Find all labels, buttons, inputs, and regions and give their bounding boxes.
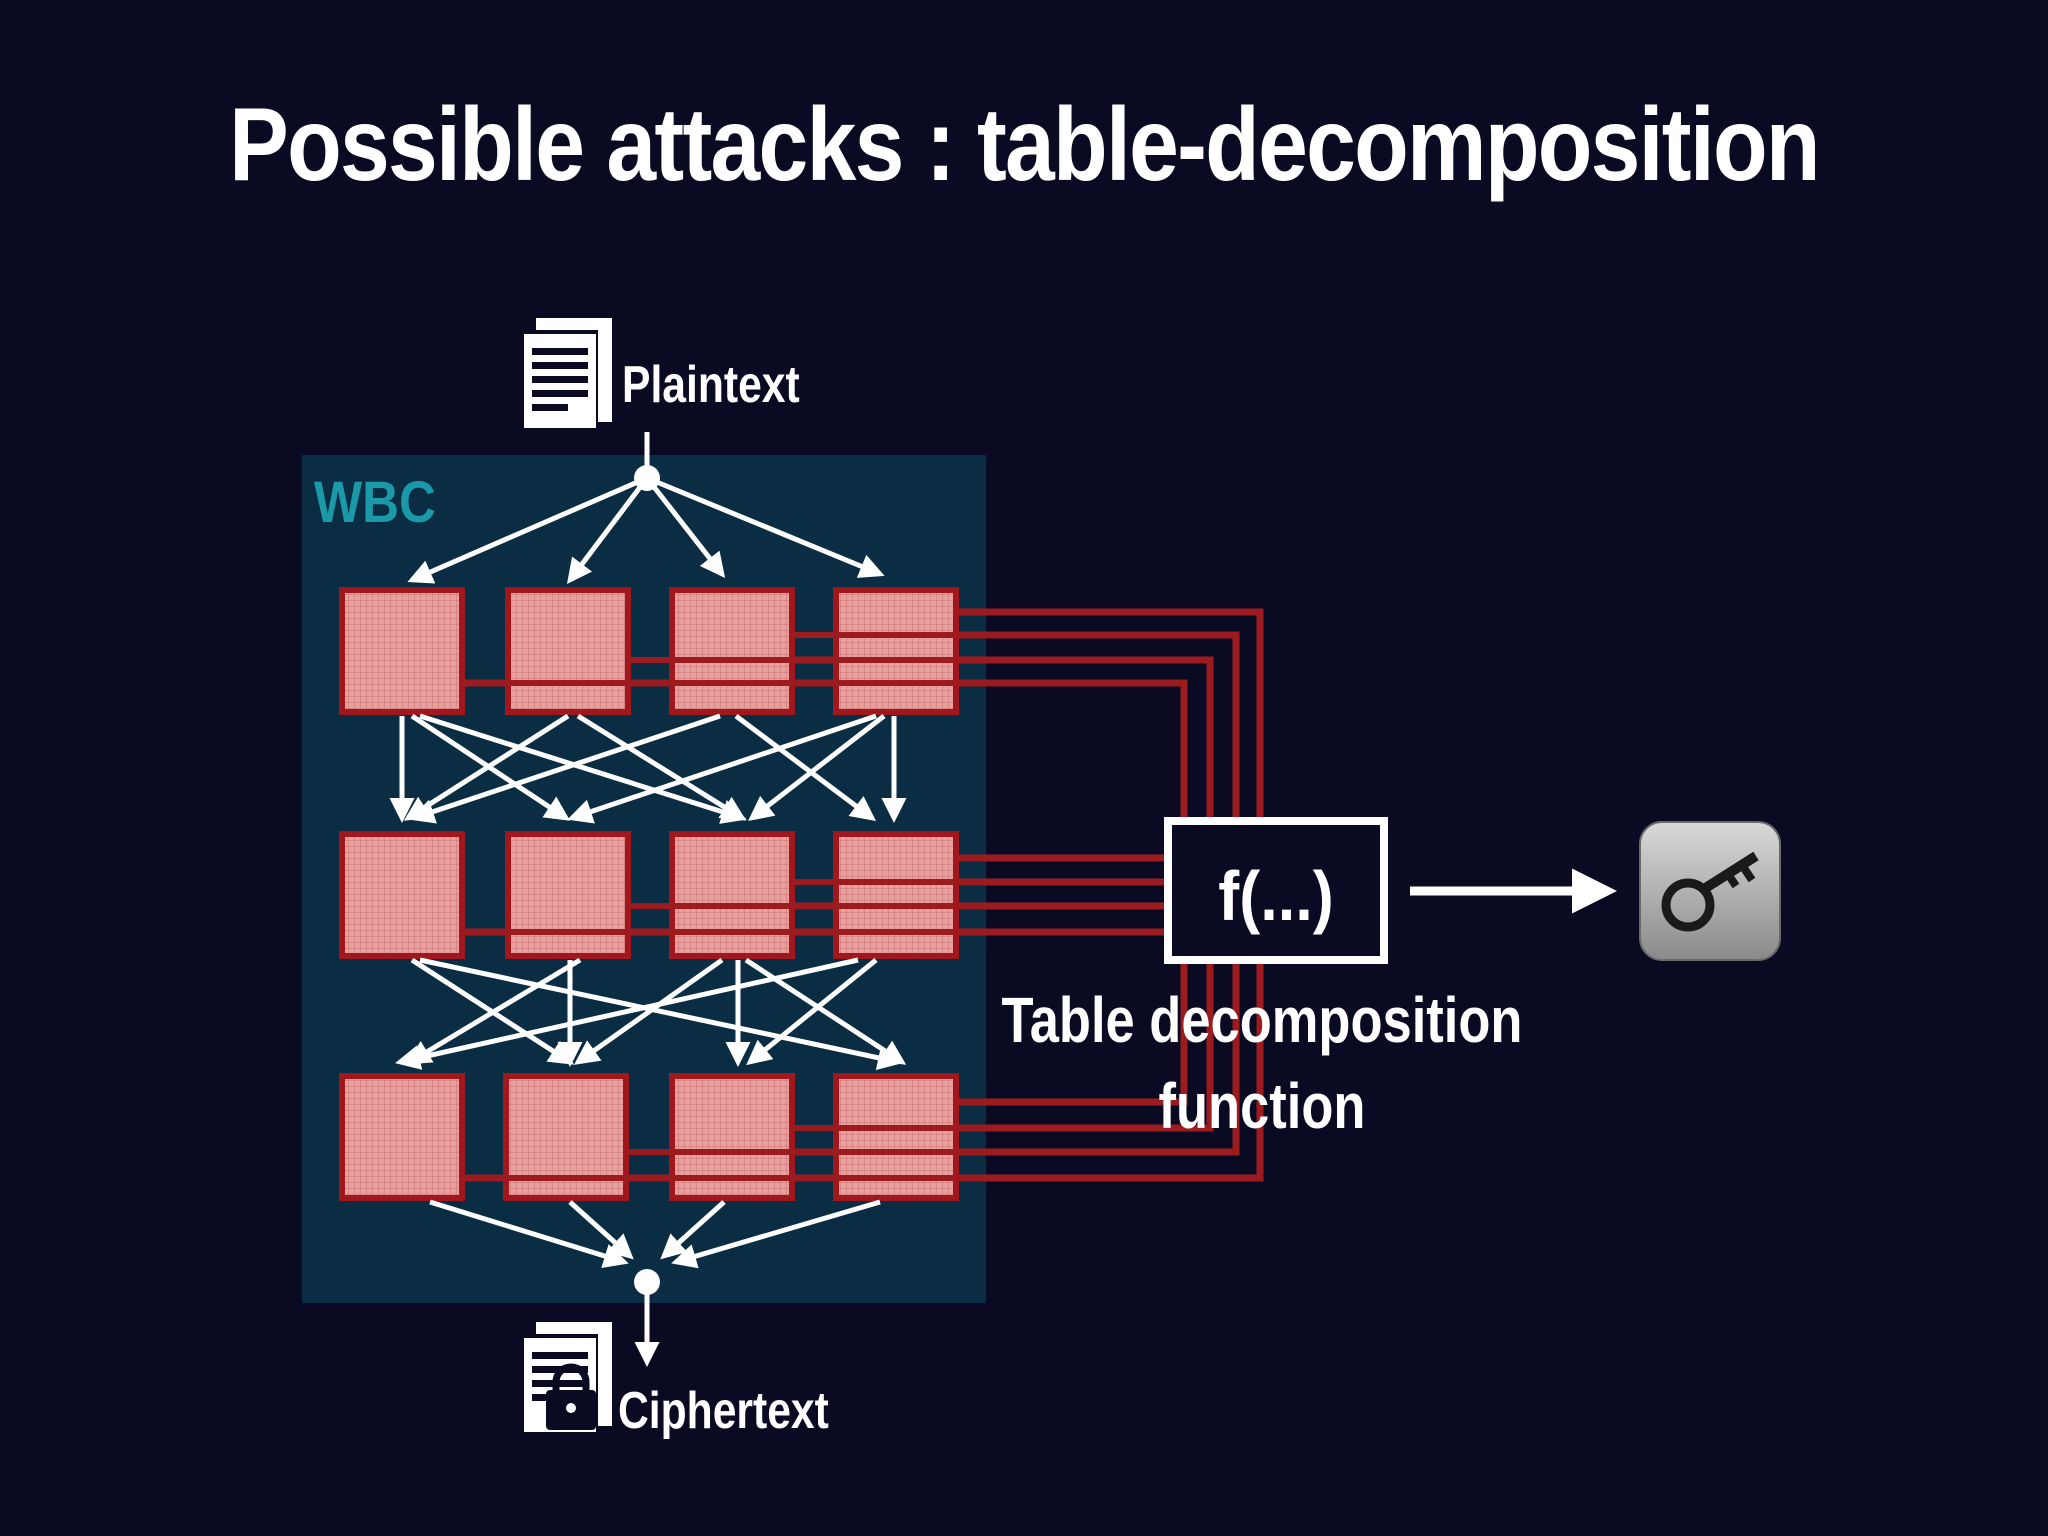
wbc-label: WBC (314, 470, 436, 535)
tables-round-1 (339, 587, 959, 715)
ciphertext-label: Ciphertext (618, 1382, 829, 1440)
table-r3-c1 (339, 1073, 465, 1201)
table-r2-c2 (505, 831, 631, 959)
input-junction (634, 465, 660, 491)
table-r2-c1 (339, 831, 465, 959)
locked-document-icon (522, 1322, 612, 1432)
wire-r1-2 (840, 631, 1240, 820)
table-r2-c4 (833, 831, 959, 959)
table-r1-c4 (833, 587, 959, 715)
table-r2-c3 (669, 831, 795, 959)
tables-round-2 (339, 831, 959, 959)
slide-title: Possible attacks : table-decomposition (229, 87, 1820, 203)
output-junction (634, 1269, 660, 1295)
wire-r1-1 (956, 608, 1264, 820)
input-arrows (407, 432, 885, 584)
document-icon (522, 318, 612, 428)
table-r1-c1 (339, 587, 465, 715)
caption-line-2: function (1159, 1071, 1366, 1142)
wire-overlay (462, 632, 956, 1181)
caption-line-1: Table decomposition (1002, 985, 1523, 1056)
wire-r3-2 (840, 960, 1214, 1132)
table-r1-c2 (505, 587, 631, 715)
function-box (1164, 817, 1388, 964)
table-r1-c3 (669, 587, 795, 715)
arrows-r2-r3 (395, 957, 907, 1071)
arrows-r1-r2 (389, 713, 907, 824)
plaintext-label: Plaintext (622, 356, 800, 414)
output-arrows (429, 1199, 881, 1367)
key-icon (1639, 821, 1781, 961)
function-label: f(...) (1218, 858, 1333, 936)
